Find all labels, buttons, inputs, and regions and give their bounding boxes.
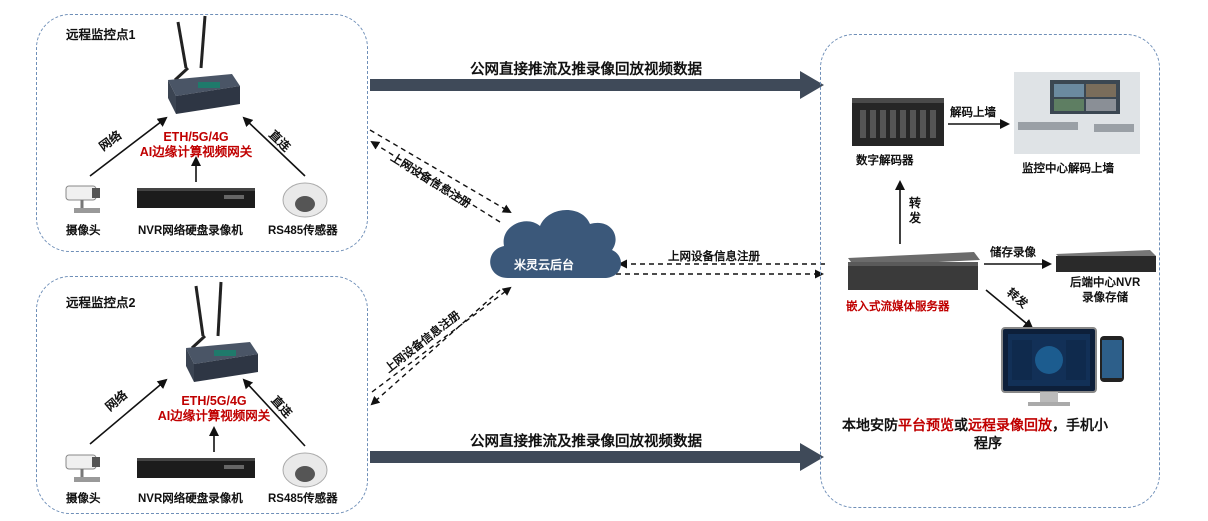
site2-sensor-label: RS485传感器 xyxy=(268,493,338,505)
site1-nvr-icon xyxy=(137,188,255,208)
flow-bottom-label: 公网直接推流及推录像回放视频数据 xyxy=(470,434,702,450)
site1-gateway-line2: AI边缘计算视频网关 xyxy=(139,145,253,159)
forward1-label: 转发 xyxy=(908,196,921,225)
center-nvr-line2: 录像存储 xyxy=(1082,292,1129,304)
flow-arrow-top xyxy=(370,71,824,99)
site2-title: 远程监控点2 xyxy=(66,296,136,310)
desc-part4: 远程录像回放 xyxy=(968,417,1052,433)
site1-gateway-icon xyxy=(168,15,240,114)
cloud-label: 米灵云后台 xyxy=(514,258,575,272)
flow-arrow-bottom xyxy=(370,443,824,471)
site1-gateway-label: ETH/5G/4G AI边缘计算视频网关 xyxy=(134,130,258,160)
platform-description: 本地安防平台预览或远程录像回放，手机小程序 xyxy=(842,416,1148,452)
center-nvr-icon xyxy=(1056,250,1156,272)
site1-nvr-label: NVR网络硬盘录像机 xyxy=(138,225,243,237)
site1-gateway-line1: ETH/5G/4G xyxy=(163,130,229,144)
site2-box xyxy=(36,276,368,514)
site2-nvr-icon xyxy=(137,458,255,478)
monitor-screen-image xyxy=(1001,327,1097,406)
register-arrows-site1 xyxy=(369,129,512,223)
desc-part2: 平台预览 xyxy=(898,417,954,433)
site2-sensor-icon xyxy=(282,452,328,488)
desc-part3: 或 xyxy=(954,417,968,433)
register-server-label: 上网设备信息注册 xyxy=(668,251,760,263)
site1-sensor-icon xyxy=(282,182,328,218)
server-label: 嵌入式流媒体服务器 xyxy=(846,301,950,313)
flow-top-label: 公网直接推流及推录像回放视频数据 xyxy=(470,62,702,78)
site2-camera-icon xyxy=(65,454,100,482)
register-arrows-site2 xyxy=(370,286,512,406)
site2-gateway-label: ETH/5G/4G AI边缘计算视频网关 xyxy=(152,394,276,424)
center-nvr-line1: 后端中心NVR xyxy=(1070,277,1141,289)
decoder-icon xyxy=(852,98,944,146)
desc-part5: ，手机小 xyxy=(1052,417,1108,433)
register-arrows-server xyxy=(616,259,825,279)
site1-camera-icon xyxy=(65,185,100,213)
site2-nvr-label: NVR网络硬盘录像机 xyxy=(138,493,243,505)
center-box xyxy=(820,34,1160,508)
streaming-server-icon xyxy=(848,252,980,290)
site2-gateway-icon xyxy=(186,281,258,382)
phone-image xyxy=(1100,336,1124,382)
center-nvr-label: 后端中心NVR 录像存储 xyxy=(1070,276,1140,306)
monitor-center-image xyxy=(1014,72,1140,154)
desc-part1: 本地安防 xyxy=(842,417,898,433)
site2-gateway-line1: ETH/5G/4G xyxy=(181,394,247,408)
desc-part6: 程序 xyxy=(974,435,1002,451)
site1-box xyxy=(36,14,368,252)
cloud-icon xyxy=(490,209,622,278)
site1-camera-label: 摄像头 xyxy=(66,225,101,237)
monitor-center-label: 监控中心解码上墙 xyxy=(1022,163,1114,175)
site2-camera-label: 摄像头 xyxy=(66,493,101,505)
site1-title: 远程监控点1 xyxy=(66,28,136,42)
site2-gateway-line2: AI边缘计算视频网关 xyxy=(157,409,271,423)
decode-wall-label: 解码上墙 xyxy=(950,107,996,119)
site1-sensor-label: RS485传感器 xyxy=(268,225,338,237)
store-label: 储存录像 xyxy=(990,247,1036,259)
decoder-label: 数字解码器 xyxy=(856,155,914,167)
